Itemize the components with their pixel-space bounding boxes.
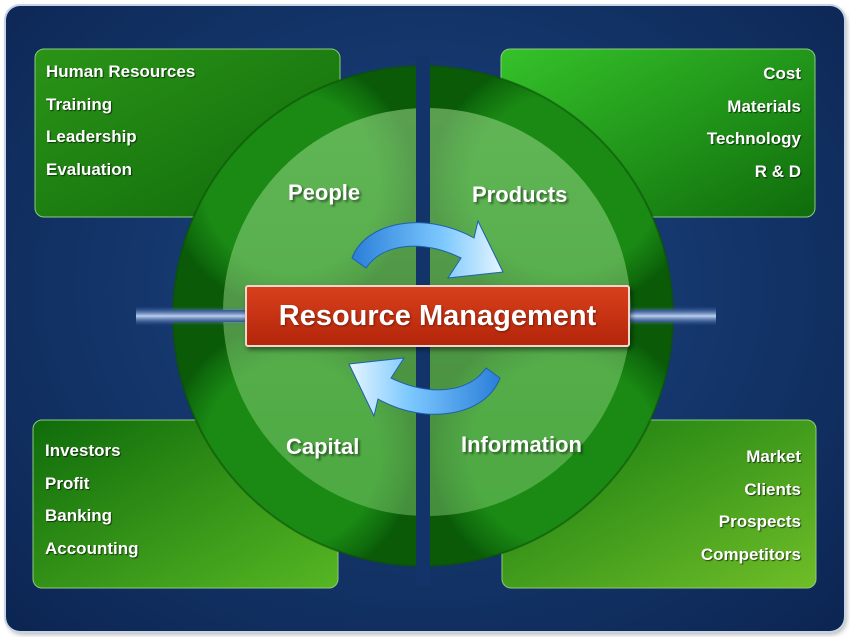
center-title: Resource Management (278, 299, 597, 332)
arrow-clockwise-bottom (348, 357, 501, 418)
list-item: Cost (763, 64, 801, 83)
information-list: Market Clients Prospects Competitors (701, 441, 801, 571)
arrow-clockwise-top (351, 219, 504, 279)
capital-list: Investors Profit Banking Accounting (45, 435, 139, 565)
list-item: Accounting (45, 538, 139, 558)
diagram-artwork (32, 48, 817, 589)
center-title-box: Resource Management (245, 285, 630, 347)
list-item: Investors (45, 441, 121, 460)
list-item: Clients (744, 479, 801, 499)
people-list: Human Resources Training Leadership Eval… (46, 56, 195, 186)
list-item: Materials (727, 96, 801, 116)
quadrant-label-people: People (288, 180, 361, 205)
list-item: Market (746, 447, 801, 466)
quadrant-label-products: Products (472, 182, 568, 207)
list-item: Profit (45, 473, 90, 493)
list-item: Banking (45, 506, 113, 525)
list-item: R & D (754, 161, 801, 181)
list-item: Evaluation (46, 159, 132, 179)
diagram-canvas: Human Resources Training Leadership Eval… (6, 6, 844, 631)
list-item: Leadership (46, 127, 137, 146)
products-list: Cost Materials Technology R & D (707, 58, 801, 188)
list-item: Prospects (718, 512, 801, 531)
quadrant-label-capital: Capital (286, 434, 360, 459)
list-item: Human Resources (46, 62, 196, 81)
list-item: Competitors (700, 544, 801, 564)
light-bar-right (626, 306, 716, 326)
list-item: Technology (706, 129, 801, 148)
light-bar-left (136, 306, 251, 326)
quadrant-label-information: Information (461, 432, 582, 457)
list-item: Training (46, 94, 113, 114)
